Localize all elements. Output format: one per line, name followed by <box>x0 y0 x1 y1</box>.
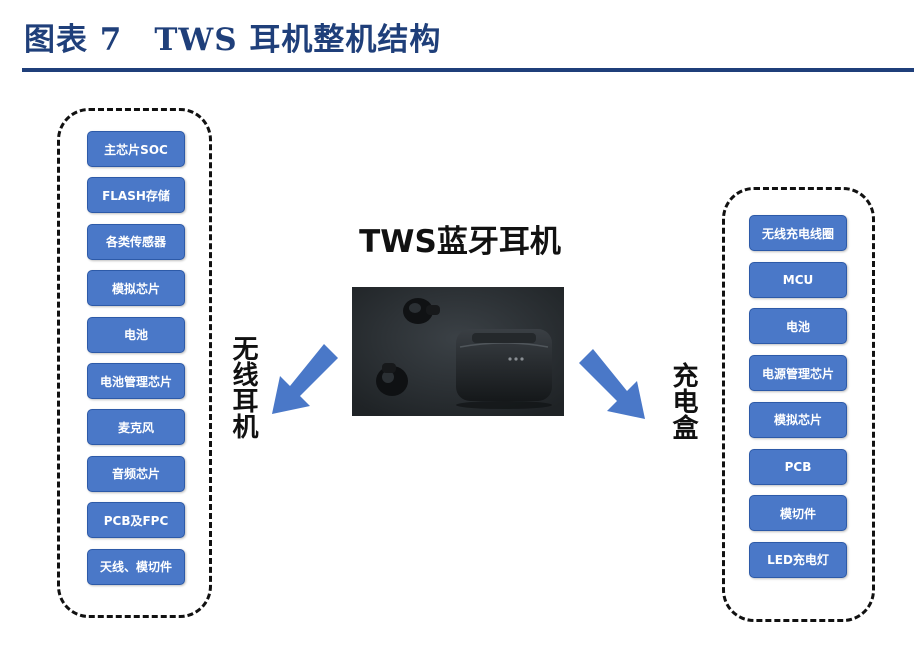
case-component-item: 电源管理芯片 <box>749 355 847 392</box>
earbud-component-item: 天线、模切件 <box>87 548 185 585</box>
earbud-component-item: FLASH存储 <box>87 177 185 214</box>
title-rule <box>22 68 914 72</box>
case-component-item: PCB <box>749 448 847 485</box>
earbud-component-item: 音频芯片 <box>87 455 185 492</box>
figure-title: 图表 7 TWS 耳机整机结构 <box>24 22 442 58</box>
earbud-component-item: 麦克风 <box>87 409 185 446</box>
earbuds-photo-illustration <box>352 287 564 416</box>
arrow-icon <box>579 349 645 419</box>
case-component-item: 模拟芯片 <box>749 401 847 438</box>
earbud-component-item: 电池管理芯片 <box>87 363 185 399</box>
earbud-components-group <box>57 108 212 618</box>
earbud-component-item: 电池 <box>87 316 185 353</box>
arrow-icon <box>272 344 338 414</box>
case-label: 充电盒 <box>668 362 698 440</box>
earbud-component-item: PCB及FPC <box>87 502 185 539</box>
case-component-item: 电池 <box>749 308 847 345</box>
earbud-component-item: 各类传感器 <box>87 223 185 260</box>
case-component-item: 模切件 <box>749 495 847 532</box>
earbuds-case-photo <box>352 287 564 416</box>
case-component-item: 无线充电线圈 <box>749 215 847 251</box>
case-components-group <box>722 187 875 622</box>
earbuds-label: 无线耳机 <box>228 335 258 439</box>
center-title: TWS蓝牙耳机 <box>359 224 561 260</box>
earbud-component-item: 主芯片SOC <box>87 131 185 167</box>
earbud-component-item: 模拟芯片 <box>87 270 185 307</box>
case-component-item: MCU <box>749 261 847 298</box>
case-component-item: LED充电灯 <box>749 541 847 578</box>
